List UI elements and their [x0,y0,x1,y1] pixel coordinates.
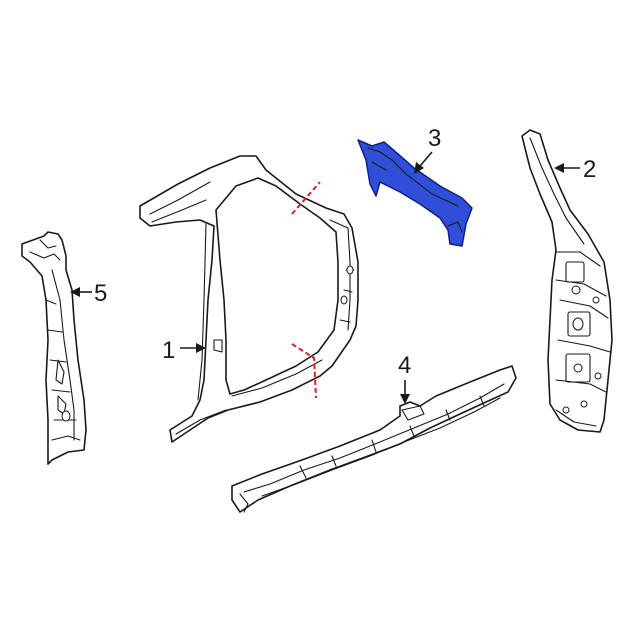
part-3-reinforcement-highlighted[interactable] [357,139,473,247]
callout-label-4: 4 [398,352,411,379]
cut-line-upper [291,181,321,215]
callout-1: 1 [162,337,206,364]
callout-label-1: 1 [162,337,175,364]
callout-label-5: 5 [94,280,107,307]
callout-label-3: 3 [428,125,441,152]
callout-5: 5 [70,280,107,307]
part-4-rocker[interactable] [231,365,517,513]
cut-line-lower [291,343,317,399]
callout-4: 4 [398,352,411,404]
part-2-hinge-pillar[interactable] [521,129,613,433]
part-1-body-side[interactable] [139,155,359,443]
callout-3: 3 [414,125,441,174]
callout-2: 2 [554,156,596,183]
callout-label-2: 2 [583,156,596,183]
part-5-pillar[interactable] [21,231,87,465]
